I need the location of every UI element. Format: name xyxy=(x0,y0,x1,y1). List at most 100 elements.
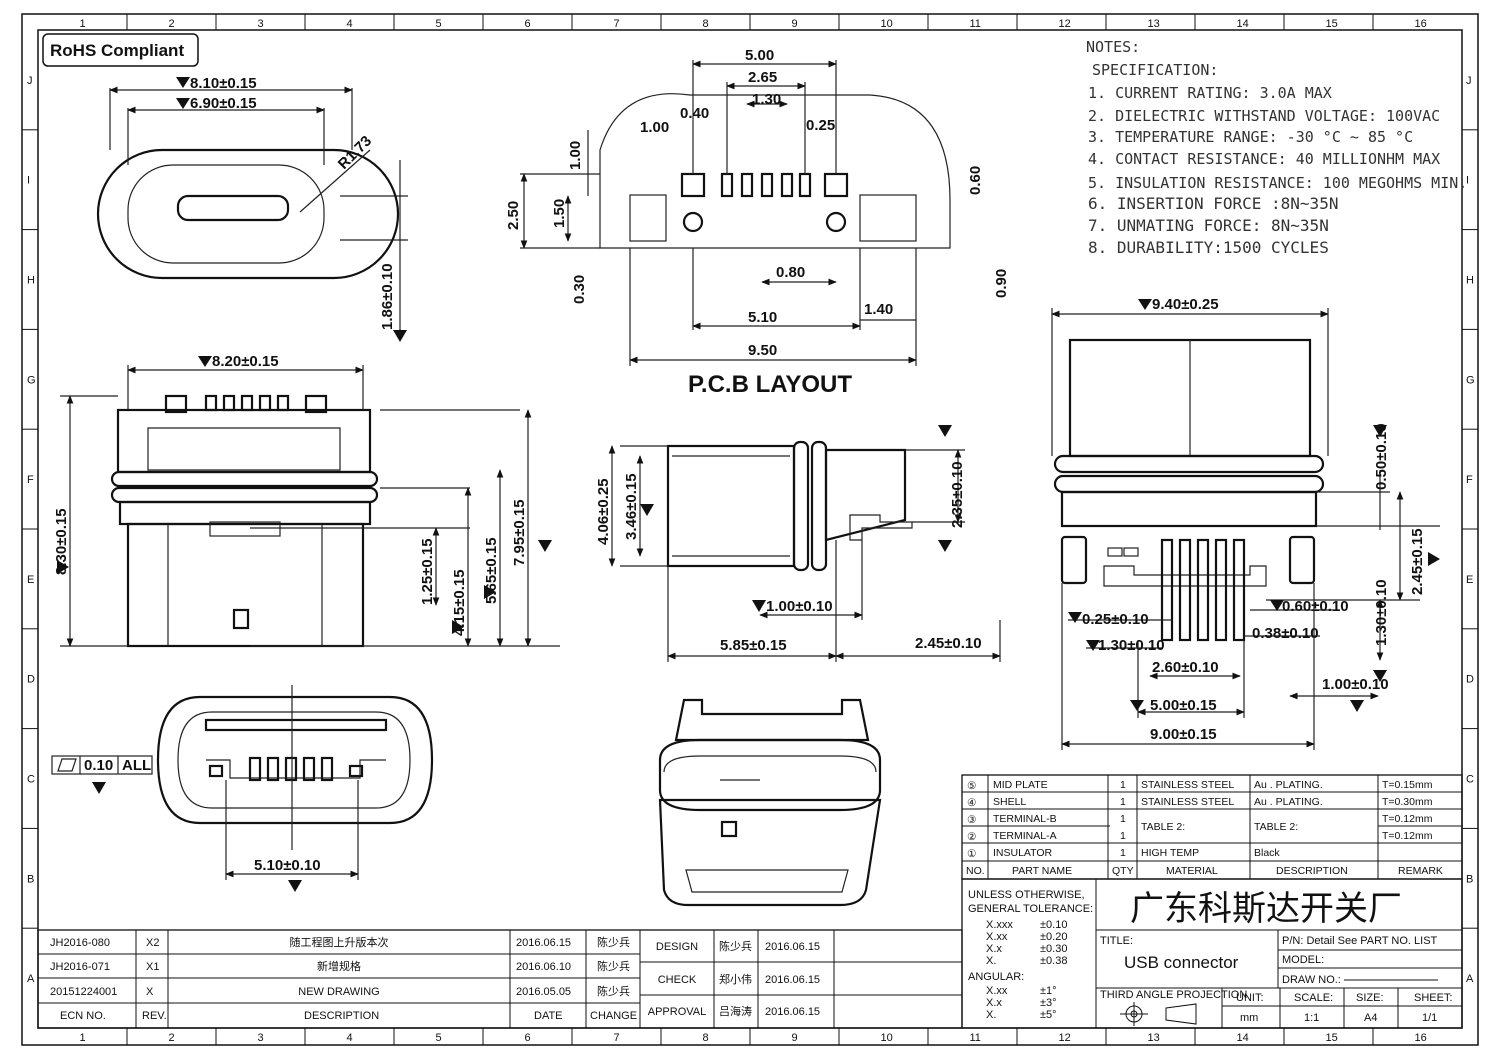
pcb-dim-2-65: 2.65 xyxy=(748,69,777,86)
rev-code: X2 xyxy=(146,937,159,949)
col-label-top: 11 xyxy=(970,18,981,30)
company-name: 广东科斯达开关厂 xyxy=(1130,890,1402,928)
svg-text:P/N: Detail See PART NO. LIST: P/N: Detail See PART NO. LIST xyxy=(1282,935,1438,947)
svg-text:ANGULAR:: ANGULAR: xyxy=(968,971,1024,983)
dim-4-15: 4.15±0.15 xyxy=(451,569,468,636)
svg-text:MATERIAL: MATERIAL xyxy=(1166,865,1218,877)
tolerance-value: ±0.20 xyxy=(1040,931,1067,943)
svg-text:UNIT:: UNIT: xyxy=(1236,992,1264,1004)
row-label-left: I xyxy=(27,175,30,187)
approval-role: CHECK xyxy=(658,974,697,986)
svg-text:DESCRIPTION: DESCRIPTION xyxy=(1276,865,1348,877)
dim-0-50: 0.50±0.10 xyxy=(1373,423,1390,490)
row-label-right: J xyxy=(1466,75,1472,87)
rev-change-by: 陈少兵 xyxy=(597,984,630,998)
dim-8-30: 8.30±0.15 xyxy=(53,508,70,575)
svg-text:PART NAME: PART NAME xyxy=(1012,865,1072,877)
svg-text:DATE: DATE xyxy=(534,1010,563,1022)
col-label-bottom: 13 xyxy=(1148,1032,1160,1044)
svg-text:REV.: REV. xyxy=(142,1010,167,1022)
col-label-top: 15 xyxy=(1326,18,1338,30)
col-label-bottom: 11 xyxy=(970,1032,981,1044)
dim-r1-73: R1.73 xyxy=(335,133,375,173)
row-label-right: H xyxy=(1466,275,1474,287)
row-label-right: I xyxy=(1466,175,1469,187)
svg-text:SCALE:: SCALE: xyxy=(1294,992,1333,1004)
dim-2-60: 2.60±0.10 xyxy=(1152,659,1219,676)
approval-name: 郑小伟 xyxy=(719,972,752,986)
angular-class: X.xx xyxy=(986,985,1008,997)
svg-text:REMARK: REMARK xyxy=(1398,865,1443,877)
flatness-value: 0.10 xyxy=(84,757,113,774)
col-label-bottom: 5 xyxy=(436,1032,442,1044)
svg-text:SHEET:: SHEET: xyxy=(1414,992,1453,1004)
pcb-dim-0-40: 0.40 xyxy=(680,105,709,122)
dim-1-00-side: 1.00±0.10 xyxy=(766,598,833,615)
bom-row-material: HIGH TEMP xyxy=(1141,847,1199,859)
rear-elevation-view: 9.40±0.25 0.50±0.10 2.45±0.15 1.30±0.10 … xyxy=(1051,296,1440,750)
col-label-bottom: 15 xyxy=(1326,1032,1338,1044)
bom-row-qty: 1 xyxy=(1120,830,1126,842)
svg-text:ECN NO.: ECN NO. xyxy=(60,1010,106,1022)
svg-text:UNLESS OTHERWISE,: UNLESS OTHERWISE, xyxy=(968,889,1085,901)
rev-description: 随工程图上升版本次 xyxy=(290,935,389,949)
approval-name: 吕海涛 xyxy=(719,1004,752,1018)
col-label-top: 12 xyxy=(1059,18,1071,30)
col-label-top: 4 xyxy=(347,18,353,30)
col-label-top: 10 xyxy=(881,18,893,30)
dim-9-00: 9.00±0.15 xyxy=(1150,726,1217,743)
svg-text:6. INSERTION FORCE :8N~35N: 6. INSERTION FORCE :8N~35N xyxy=(1088,194,1338,213)
pcb-dim-0-60: 0.60 xyxy=(967,166,984,195)
rev-date: 2016.05.05 xyxy=(516,986,571,998)
approval-name: 陈少兵 xyxy=(719,939,752,953)
svg-text:GENERAL TOLERANCE:: GENERAL TOLERANCE: xyxy=(968,903,1093,915)
svg-text:CHANGE: CHANGE xyxy=(590,1010,637,1022)
approval-role: APPROVAL xyxy=(648,1006,707,1018)
svg-text:SIZE:: SIZE: xyxy=(1356,992,1384,1004)
bom-row-description: TABLE 2: xyxy=(1254,821,1298,833)
col-label-top: 1 xyxy=(80,18,86,30)
pcb-pads xyxy=(720,172,812,198)
dim-0-60-rear: 0.60±0.10 xyxy=(1282,598,1349,615)
svg-text:THIRD ANGLE PROJECTION: THIRD ANGLE PROJECTION xyxy=(1100,989,1247,1001)
col-label-bottom: 7 xyxy=(614,1032,620,1044)
row-label-left: D xyxy=(27,674,35,686)
pcb-dim-0-90: 0.90 xyxy=(993,269,1010,298)
pcb-dim-1-40: 1.40 xyxy=(864,301,893,318)
svg-text:QTY: QTY xyxy=(1112,865,1134,877)
dim-9-40: 9.40±0.25 xyxy=(1152,296,1219,313)
bom-row-no: ① xyxy=(967,848,977,860)
angular-value: ±5° xyxy=(1040,1009,1057,1021)
angular-class: X. xyxy=(986,1009,996,1021)
bom-row-material: STAINLESS STEEL xyxy=(1141,779,1234,791)
svg-text:7. UNMATING FORCE: 8N~35N: 7. UNMATING FORCE: 8N~35N xyxy=(1088,216,1329,235)
row-label-left: B xyxy=(27,873,34,885)
svg-text:2. DIELECTRIC WITHSTAND VOLTAG: 2. DIELECTRIC WITHSTAND VOLTAGE: 100VAC xyxy=(1088,107,1440,125)
dim-2-45-side: 2.45±0.10 xyxy=(915,635,982,652)
approval-role: DESIGN xyxy=(656,941,698,953)
approval-date: 2016.06.15 xyxy=(765,1006,820,1018)
approval-date: 2016.06.15 xyxy=(765,941,820,953)
bom-row-name: MID PLATE xyxy=(993,779,1048,791)
bom-row-description: Black xyxy=(1254,847,1280,859)
dim-8-20: 8.20±0.15 xyxy=(212,353,279,370)
pcb-dim-5-00: 5.00 xyxy=(745,47,774,64)
tolerance-value: ±0.38 xyxy=(1040,955,1067,967)
pcb-dim-5-10: 5.10 xyxy=(748,309,777,326)
col-label-bottom: 9 xyxy=(792,1032,798,1044)
svg-text:1/1: 1/1 xyxy=(1422,1012,1437,1024)
svg-text:5. INSULATION RESISTANCE: 100: 5. INSULATION RESISTANCE: 100 MEGOHMS MI… xyxy=(1088,174,1467,192)
row-label-left: H xyxy=(27,275,35,287)
col-label-bottom: 1 xyxy=(80,1032,86,1044)
dim-1-25: 1.25±0.15 xyxy=(419,538,436,605)
flatness-all: ALL xyxy=(122,757,151,774)
tolerance-value: ±0.10 xyxy=(1040,919,1067,931)
rev-date: 2016.06.15 xyxy=(516,937,571,949)
dim-1-30-v: 1.30±0.10 xyxy=(1373,579,1390,646)
tolerance-class: X.xx xyxy=(986,931,1008,943)
col-label-top: 14 xyxy=(1237,18,1249,30)
bom-row-remark: T=0.12mm xyxy=(1382,830,1433,842)
row-label-right: G xyxy=(1466,374,1475,386)
